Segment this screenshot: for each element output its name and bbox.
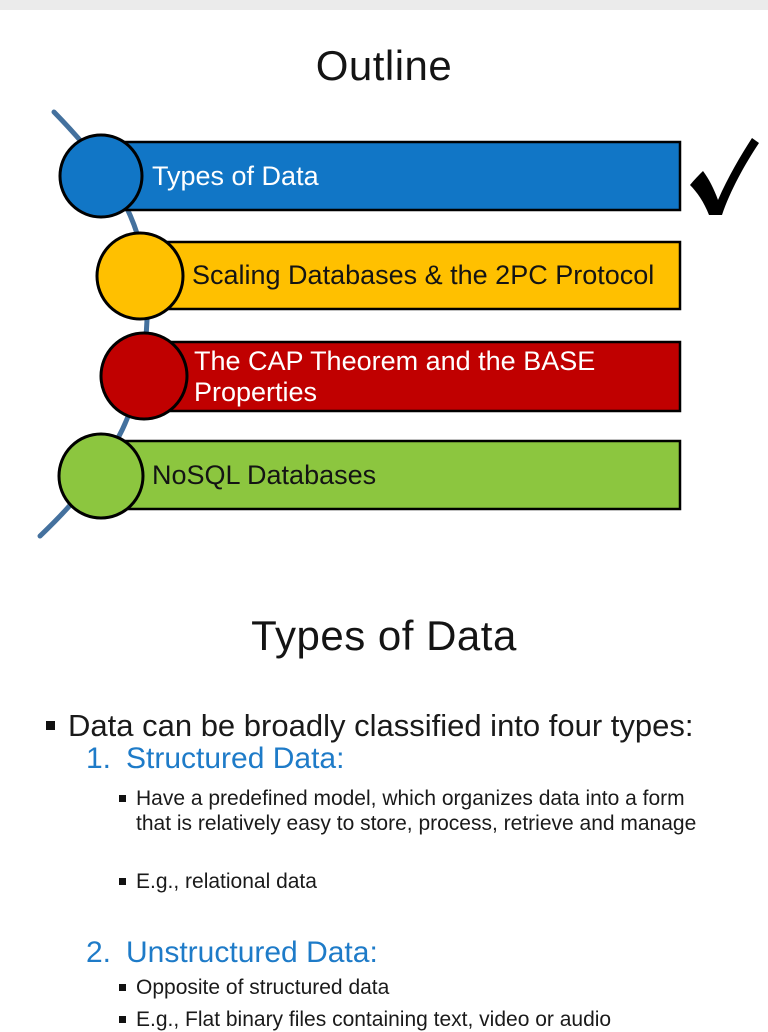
outline-circle-2 <box>95 231 185 321</box>
bullet-text: Opposite of structured data <box>136 976 390 999</box>
square-bullet-icon <box>119 795 126 802</box>
section-1-bullet-1: Have a predefined model, which organizes… <box>119 786 702 836</box>
square-bullet-icon <box>119 1016 126 1023</box>
section-1-number: 1. <box>86 742 112 775</box>
section-2-bullet-2: E.g., Flat binary files containing text,… <box>119 1007 756 1032</box>
section-1-bullet-2: E.g., relational data <box>119 869 736 894</box>
outline-diagram <box>37 109 759 539</box>
intro-text: Data can be broadly classified into four… <box>68 708 694 743</box>
section-1-heading-row: 1. Structured Data: <box>86 742 344 776</box>
section-2-heading-row: 2. Unstructured Data: <box>86 936 378 970</box>
outline-banner-1 <box>94 140 682 212</box>
checkmark-icon <box>690 138 759 215</box>
slide1-title: Outline <box>315 42 453 89</box>
square-bullet-icon <box>46 721 55 730</box>
outline-circle-3 <box>99 331 189 421</box>
section-1-heading: Structured Data: <box>126 742 345 775</box>
outline-circle-4 <box>57 432 145 520</box>
outline-banner-4 <box>94 439 682 511</box>
section-2-heading: Unstructured Data: <box>126 936 378 969</box>
bullet-text: E.g., Flat binary files containing text,… <box>136 1008 612 1031</box>
outline-item-label-4: NoSQL Databases <box>152 459 377 490</box>
section-2-bullet-1: Opposite of structured data <box>119 975 756 1000</box>
square-bullet-icon <box>119 878 126 885</box>
bullet-text: Have a predefined model, which organizes… <box>136 787 697 835</box>
outline-circle-1 <box>58 133 144 219</box>
square-bullet-icon <box>119 984 126 991</box>
page-top-edge <box>0 0 768 10</box>
outline-banner-2 <box>132 240 682 311</box>
section-2-number: 2. <box>86 936 112 969</box>
outline-item-label-1: Types of Data <box>152 160 319 191</box>
slide2-title: Types of Data <box>251 612 517 659</box>
bullet-text: E.g., relational data <box>136 870 317 893</box>
outline-banner-3 <box>139 340 682 413</box>
intro-bullet-row: Data can be broadly classified into four… <box>46 708 746 744</box>
outline-item-label-3: The CAP Theorem and the BASE Properties <box>194 345 596 407</box>
outline-item-label-2: Scaling Databases & the 2PC Protocol <box>192 260 655 290</box>
